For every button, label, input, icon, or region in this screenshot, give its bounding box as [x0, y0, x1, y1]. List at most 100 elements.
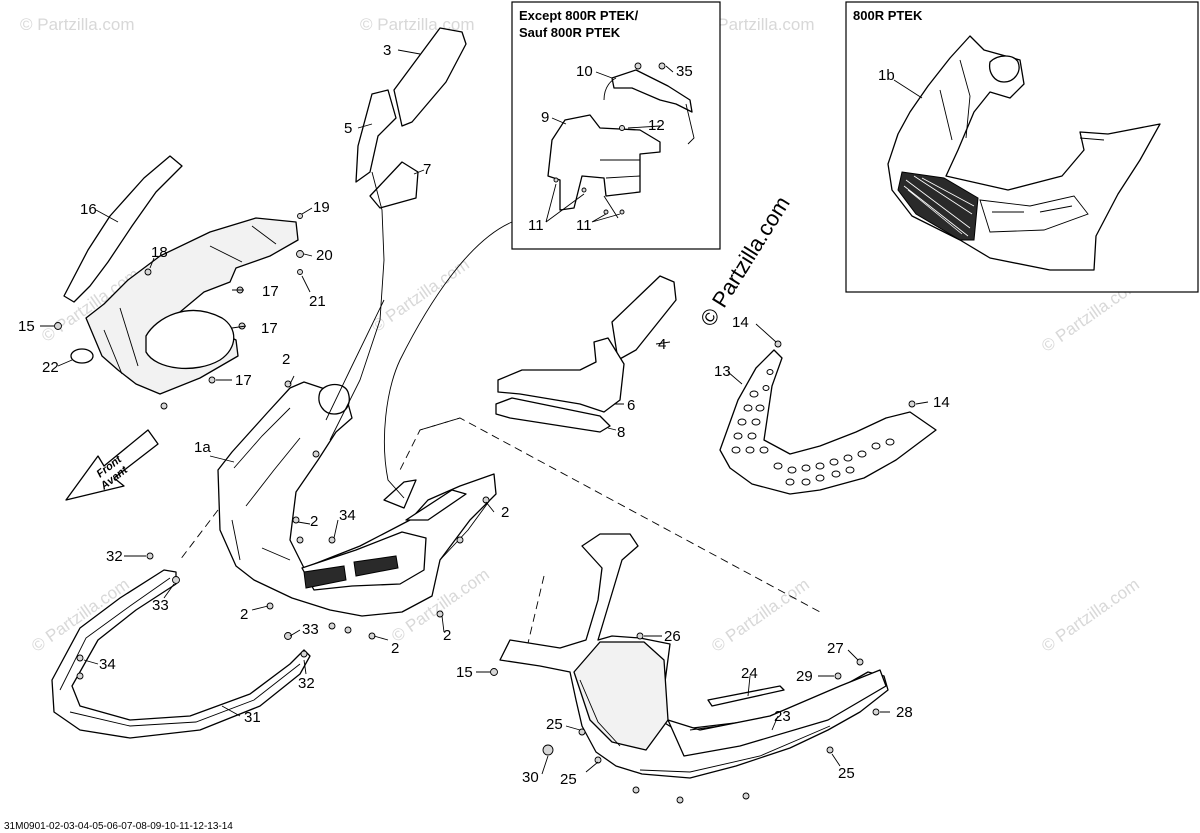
screw-2: [296, 536, 304, 544]
screw-32: [146, 552, 154, 560]
leaders: [476, 635, 890, 775]
guide-lines: [179, 171, 821, 661]
washer-28: [872, 708, 880, 716]
callout-25: 25: [838, 765, 855, 782]
nut: [160, 402, 168, 410]
callout-15: 15: [456, 664, 473, 681]
screw-2: [292, 516, 300, 524]
rod-10: [603, 77, 617, 101]
watermark: © Partzilla.com: [20, 15, 135, 34]
nut-33: [284, 632, 292, 640]
callout-25: 25: [560, 771, 577, 788]
screw-34: [328, 536, 336, 544]
plate-shell: [719, 349, 937, 495]
callout-32: 32: [106, 548, 123, 565]
callout-14: 14: [732, 314, 749, 331]
dashed-line: [399, 417, 461, 471]
bumper-31: 32 33 33 34 32 31: [51, 548, 319, 739]
callout-2: 2: [282, 351, 290, 368]
panel-7: [369, 161, 419, 209]
bracket-10: [611, 69, 693, 113]
rivet-11: [619, 209, 625, 215]
nut-33: [172, 576, 180, 584]
leaders: [40, 207, 313, 381]
pan-detail: [579, 679, 831, 773]
inset-title-2: Sauf 800R PTEK: [519, 25, 621, 40]
leaders: [209, 375, 495, 641]
screw-25: [826, 746, 834, 754]
screw: [676, 796, 684, 804]
callout-3: 3: [383, 42, 391, 59]
callout-2: 2: [310, 513, 318, 530]
callout-8: 8: [617, 424, 625, 441]
perforated-plate-13: 14 13 14: [714, 314, 950, 495]
callout-35: 35: [676, 63, 693, 80]
callout-6: 6: [627, 397, 635, 414]
callout-20: 20: [316, 247, 333, 264]
callout-17: 17: [262, 283, 279, 300]
leader-1b: [893, 79, 923, 99]
nut-35: [634, 62, 642, 70]
callout-7: 7: [423, 161, 431, 178]
watermark: © Partzilla.com: [1038, 575, 1143, 656]
rivet-12: [619, 125, 625, 131]
callout-2: 2: [240, 606, 248, 623]
guide-line: [325, 299, 385, 421]
callout-25: 25: [546, 716, 563, 733]
fastener-18: [144, 268, 152, 276]
screw-25: [594, 756, 602, 764]
rod-35: [685, 103, 695, 145]
callout-12: 12: [648, 117, 665, 134]
watermark: © Partzilla.com: [708, 575, 813, 656]
panel-carrier-pocket: [145, 309, 235, 370]
pan-front-lip: [667, 669, 887, 757]
callout-34: 34: [99, 656, 116, 673]
callout-30: 30: [522, 769, 539, 786]
panel-carrier: [85, 217, 299, 395]
callout-31: 31: [244, 709, 261, 726]
callout-19: 19: [313, 199, 330, 216]
inset-title-1: Except 800R PTEK/: [519, 8, 639, 23]
strip-24: [707, 685, 785, 707]
front-arrow-icon: [65, 429, 159, 501]
nut-30: [542, 744, 554, 756]
pan-upper-wall: [383, 479, 467, 521]
front-arrow: Front Avant: [65, 429, 159, 501]
callout-32: 32: [298, 675, 315, 692]
nut-29: [834, 672, 842, 680]
grille-mesh: [903, 175, 975, 237]
screw-14: [774, 340, 782, 348]
pan-detail: [939, 59, 1105, 141]
inset-except-800r-ptek: Except 800R PTEK/ Sauf 800R PTEK 10 35 9…: [511, 1, 721, 250]
plate-holes: [731, 369, 895, 486]
panel-6: [497, 337, 625, 413]
callout-1a: 1a: [194, 439, 211, 456]
fastener-15: [54, 322, 62, 330]
upper-left-assembly: 16 19 18 20 17 21 15 17 22 17: [18, 155, 333, 410]
callout-13: 13: [714, 363, 731, 380]
callout-29: 29: [796, 668, 813, 685]
rivet-11: [553, 177, 559, 183]
callout-26: 26: [664, 628, 681, 645]
screw-2: [436, 610, 444, 618]
screw-21: [297, 269, 303, 275]
callout-4: 4: [658, 336, 666, 353]
panel-5: [355, 89, 397, 183]
screw-32: [300, 650, 308, 658]
panel-3: [393, 27, 467, 127]
bumper-shell: [51, 569, 311, 739]
screw-2: [456, 536, 464, 544]
screw-34: [76, 672, 84, 680]
bracket-detail: [600, 159, 641, 219]
fastener-15: [490, 668, 498, 676]
inset-800r-ptek: 800R PTEK 1b: [845, 1, 1199, 293]
screw-19: [297, 213, 303, 219]
callout-11: 11: [528, 217, 544, 234]
leaders: [607, 341, 671, 431]
leaders: [727, 323, 929, 405]
callout-2: 2: [501, 504, 509, 521]
inset-title: 800R PTEK: [853, 8, 923, 23]
callout-28: 28: [896, 704, 913, 721]
screw-27: [856, 658, 864, 666]
callout-1b: 1b: [878, 67, 895, 84]
